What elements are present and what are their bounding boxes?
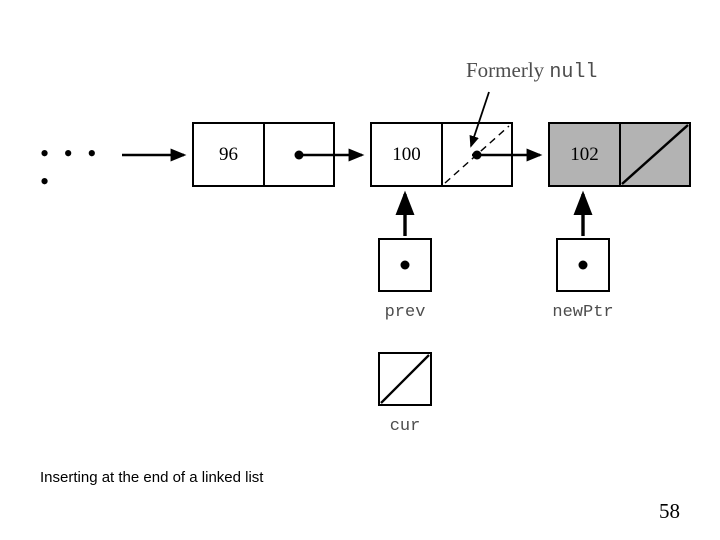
node-96-value: 96 (219, 143, 238, 165)
node-102-null-slash-icon (621, 124, 689, 185)
node-96-pointer-cell (265, 124, 333, 185)
node-102-value: 102 (570, 143, 599, 165)
node-96-data-cell: 96 (194, 124, 265, 185)
prev-label: prev (384, 303, 426, 322)
node-102: 102 (548, 122, 691, 187)
cur-box (378, 352, 432, 406)
page-number: 58 (659, 499, 680, 523)
node-102-pointer-cell (621, 124, 689, 185)
node-100-data-cell: 100 (372, 124, 443, 185)
node-96: 96 (192, 122, 335, 187)
list-ellipsis-text: • • • • (40, 139, 101, 196)
formerly-null-prefix: Formerly (466, 58, 550, 82)
formerly-null-code: null (549, 61, 598, 84)
newPtr-label: newPtr (552, 303, 614, 322)
cur-null-slash-icon (380, 354, 430, 404)
slide-caption: Inserting at the end of a linked list (40, 469, 264, 486)
node-100: 100 (370, 122, 513, 187)
newPtr-pointer-dot (578, 260, 588, 270)
prev-box (378, 238, 432, 292)
prev-pointer-dot (400, 260, 410, 270)
node-100-pointer-cell (443, 124, 511, 185)
node-100-pointer-dot (472, 150, 482, 159)
formerly-null-annotation: Formerly null (466, 58, 597, 84)
node-96-pointer-dot (294, 150, 304, 159)
newPtr-box (556, 238, 610, 292)
cur-label: cur (389, 417, 421, 436)
list-ellipsis: • • • • (40, 140, 115, 196)
node-102-data-cell: 102 (550, 124, 621, 185)
node-100-value: 100 (392, 143, 421, 165)
